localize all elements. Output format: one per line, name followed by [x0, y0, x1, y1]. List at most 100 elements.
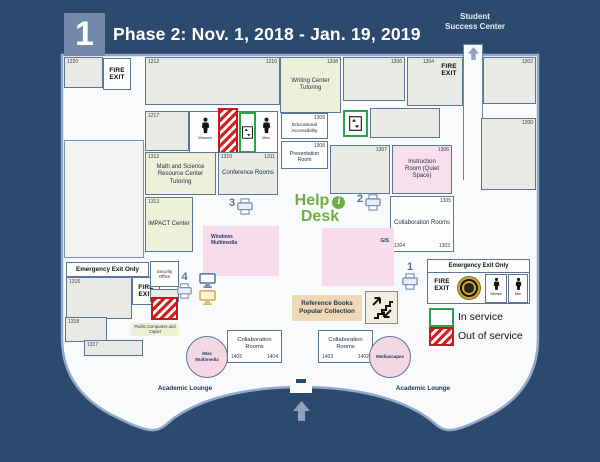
mens-restroom-right: Men [508, 274, 528, 303]
zone-label: Windows Multimedia [211, 234, 238, 247]
room-1316: 1316 [66, 277, 132, 319]
room-number: 1317 [87, 342, 99, 348]
unlabeled-room-left [64, 140, 144, 258]
person-icon [515, 277, 521, 290]
room-number: 1208 [326, 59, 338, 65]
room-number: 1405 [231, 354, 243, 360]
printer-number: 4 [181, 271, 188, 283]
help-desk-line2: Desk [300, 208, 340, 225]
academic-lounge-left-label: Academic Lounge [157, 385, 213, 392]
room-1212: 1212 1210 [145, 57, 280, 105]
room-1309-educational-accessibility: 1309 Educational Accessibility [281, 113, 328, 139]
men-label: Men [514, 292, 522, 296]
room-label: Writing Center Tutoring [291, 77, 330, 91]
room-number: 1316 [69, 279, 81, 285]
person-icon [262, 117, 270, 134]
imac-multimedia-zone: iMac Multimedia [186, 336, 228, 378]
person-icon [493, 277, 499, 290]
reference-line1: Reference Books [301, 299, 353, 307]
room-number: 1311 [264, 154, 275, 160]
legend-in-service-swatch [429, 308, 454, 327]
elevator-out-of-service [218, 108, 238, 156]
room-number: 1313 [148, 199, 160, 205]
room-number: 1303 [438, 243, 450, 249]
printer-icon [237, 198, 253, 215]
room-1312-math-science-tutoring: 1312 Math and Science Resource Center Tu… [145, 152, 216, 195]
printer-icon [177, 283, 192, 299]
fire-exit-label: FIRE EXIT [109, 66, 125, 81]
gis-zone: GIS [322, 228, 394, 286]
reference-line2: Popular Collection [299, 308, 355, 315]
entrance-door [296, 379, 306, 383]
fire-exit-label: FIRE EXIT [434, 278, 450, 293]
public-computers-label: Public Computers and Copier [131, 323, 179, 336]
up-arrow-icon [467, 47, 479, 60]
university-seal [457, 276, 481, 300]
room-1217: 1217 [145, 111, 189, 151]
emergency-exit-label: Emergency Exit Only [76, 266, 139, 273]
room-label: Math and Science Resource Center Tutorin… [156, 164, 205, 185]
collaboration-rooms-bottom-right: Collaboration Rooms 1403 1402 [318, 330, 373, 363]
legend-out-of-service-swatch [429, 327, 454, 346]
room-number: 1217 [148, 113, 160, 119]
academic-lounge-right-label: Academic Lounge [395, 385, 451, 392]
stairs-icon [371, 296, 393, 319]
printer-station-1: 1 [401, 262, 419, 290]
room-number: 1220 [67, 59, 79, 65]
stairs-out-of-service [151, 297, 178, 320]
person-icon [201, 117, 209, 134]
zone-label: Mediascapes [375, 354, 404, 360]
utility-room [370, 108, 440, 138]
emergency-exit-right-block: Emergency Exit Only FIRE EXIT Women Men [427, 259, 530, 304]
corridor-to-student-success-center [463, 44, 483, 180]
room-label: Collaboration Rooms [393, 220, 451, 227]
room-1206: 1206 [343, 57, 405, 101]
men-label: Men [262, 135, 270, 140]
room-number: 1206 [390, 59, 402, 65]
room-number: 1305 [439, 198, 451, 204]
elevator-icon [349, 116, 362, 131]
room-label: Collaboration Rooms [237, 337, 272, 350]
fire-exit-label: FIRE EXIT [441, 63, 457, 78]
room-1204: 1204 FIRE EXIT [407, 57, 463, 106]
printer-icon [402, 273, 418, 290]
printer-station-2: 2 [357, 194, 382, 211]
room-number: 1306 [437, 147, 449, 153]
security-office: Security Office [150, 261, 179, 287]
room-number: 1212 [148, 59, 160, 65]
women-label: Women [490, 292, 502, 296]
elevator-icon [242, 126, 253, 139]
collaboration-rooms-bottom-left: Collaboration Rooms 1405 1404 [227, 330, 282, 363]
womens-restroom-right: Women [485, 274, 507, 303]
zone-label: GIS [380, 238, 389, 244]
room-1220: 1220 [64, 57, 103, 88]
room-number: 1204 [422, 59, 434, 65]
room-number: 1312 [148, 154, 160, 160]
room-label: Educational Accessibility [291, 122, 318, 134]
room-label: Security Office [156, 268, 173, 279]
room-1200: 1200 [481, 118, 536, 190]
windows-multimedia-zone: Windows Multimedia [203, 226, 279, 276]
room-label: Conference Rooms [222, 169, 274, 176]
fire-exit-sign-top-left: FIRE EXIT [103, 58, 131, 90]
printer-station-3: 3 [229, 198, 254, 215]
entrance-arrow-icon [293, 401, 310, 421]
room-number: 1308 [313, 143, 325, 149]
room-1308-presentation-room: 1308 Presentation Room [281, 141, 328, 169]
room-1317: 1317 [84, 340, 143, 356]
printer-number: 2 [357, 193, 364, 205]
room-number: 1318 [68, 319, 80, 325]
room-number: 1310 [221, 154, 233, 160]
stairs-area [365, 291, 398, 324]
room-1307: 1307 [330, 145, 390, 194]
floor-number-badge: 1 [64, 13, 105, 56]
women-label: Women [198, 135, 212, 140]
legend-out-of-service-label: Out of service [458, 330, 523, 342]
room-number: 1403 [322, 354, 334, 360]
room-number: 1402 [357, 354, 369, 360]
room-1318: 1318 [65, 317, 107, 342]
printer-number: 3 [229, 197, 236, 209]
collaboration-rooms-center: 1305 1304 1303 Collaboration Rooms [390, 196, 454, 252]
womens-restroom: Women [193, 117, 217, 140]
room-1313-impact-center: 1313 iMPACT Center [145, 197, 193, 252]
